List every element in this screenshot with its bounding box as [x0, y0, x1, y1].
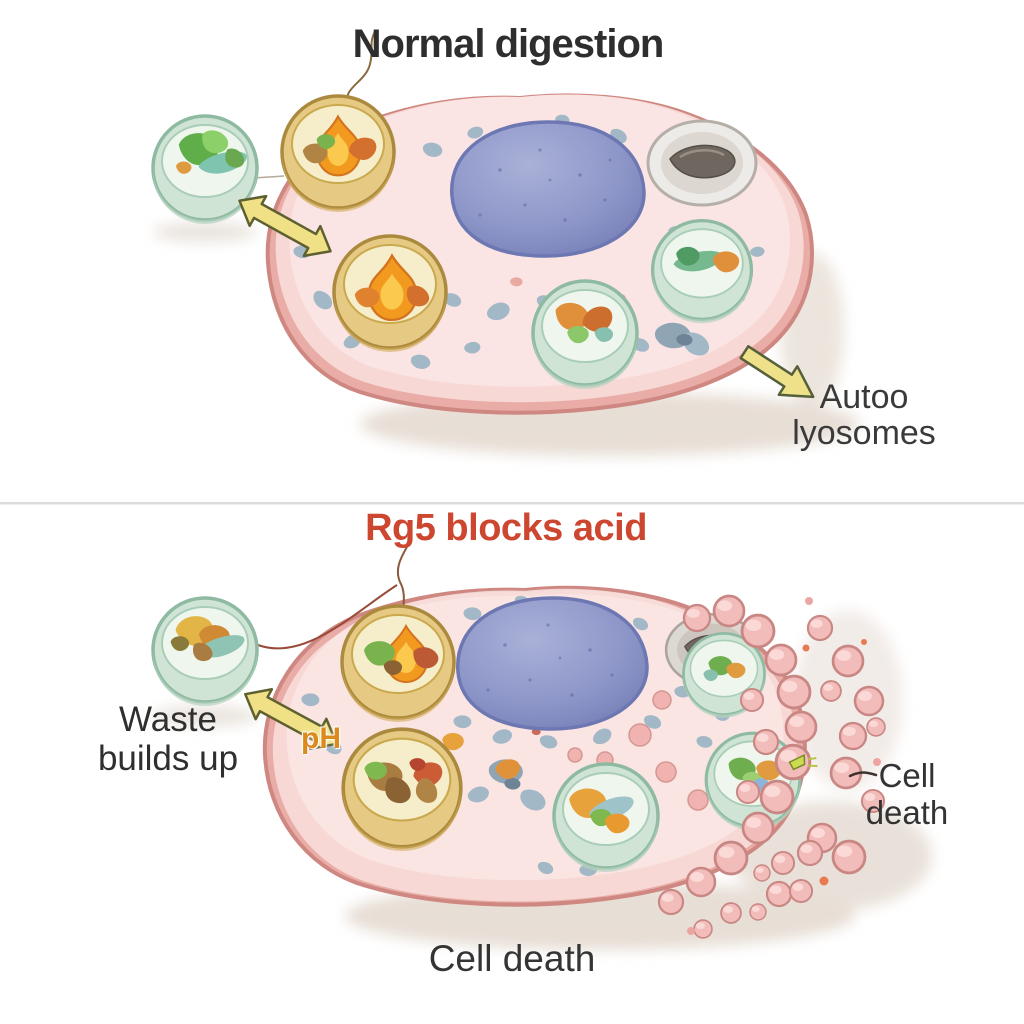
waste-label-line1: Waste	[119, 700, 217, 739]
waste-label-line2: builds up	[97, 739, 239, 778]
normal-digestion-figure	[151, 29, 860, 456]
bottom-connector-line	[257, 584, 398, 650]
top-nucleus	[450, 120, 646, 258]
ph-label: pH	[301, 722, 341, 755]
bleb-release-mark	[788, 753, 818, 771]
autolysosomes-label-line2: lyosomes	[792, 414, 936, 452]
bottom-vesicle-mid	[552, 762, 660, 874]
bottom-lysosome-waste	[341, 727, 463, 853]
autolysosomes-label-line1: Autoo	[819, 378, 909, 416]
top-panel-title: Normal digestion	[352, 22, 665, 66]
top-lysosome-outer	[280, 94, 396, 214]
autolysosomes-label: Autoo lyosomes	[792, 379, 936, 451]
cell-death-side-line2: death	[865, 794, 949, 831]
bottom-panel-title: Rg5 blocks acid	[365, 507, 647, 549]
rg5-blocks-acid-figure	[151, 544, 932, 950]
waste-builds-up-label: Waste builds up	[98, 700, 238, 778]
bottom-nucleus	[456, 596, 649, 731]
cell-death-caption: Cell death	[428, 938, 596, 979]
top-connector-line	[252, 175, 285, 179]
top-autolysosome-right	[650, 218, 754, 325]
top-mitochondrion	[646, 119, 758, 207]
top-autolysosome-mid	[531, 279, 639, 391]
bottom-autophagosome	[151, 596, 259, 708]
cell-death-pointer-line	[848, 771, 878, 778]
cell-death-side-label: Cell death	[866, 757, 949, 831]
apoptotic-blebs-detached	[687, 597, 886, 939]
bottom-lysosome-top	[340, 604, 456, 724]
cell-death-side-line1: Cell	[878, 757, 936, 794]
top-lysosome-inner	[332, 234, 448, 354]
panel-divider	[0, 502, 1024, 505]
top-squiggle-line	[346, 29, 377, 105]
